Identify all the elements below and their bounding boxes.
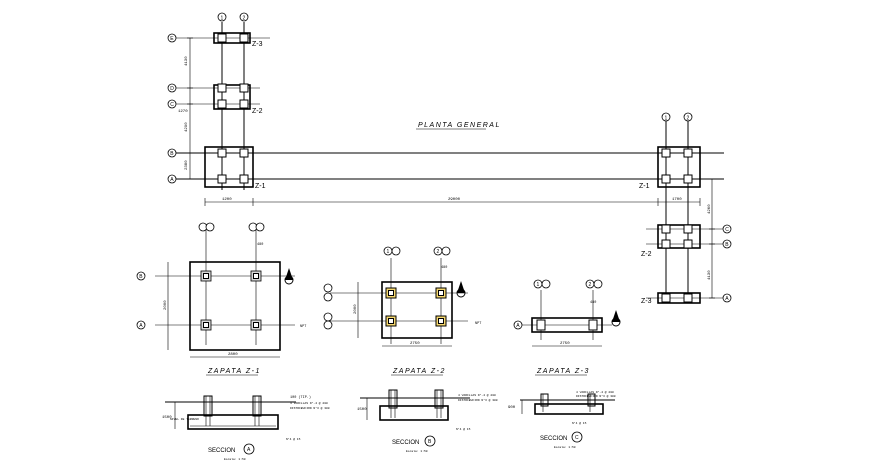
label-z3-left: Z-3 <box>252 41 263 48</box>
svg-text:2380: 2380 <box>185 160 189 170</box>
footing-z1-right <box>657 146 701 188</box>
detail-z2: 1 2 2750 2000 480 NPT ZAPATA Z-2 <box>323 246 481 376</box>
detail-z1-title: ZAPATA Z-1 <box>207 368 261 375</box>
label-z1-right: Z-1 <box>639 183 650 190</box>
svg-text:1500: 1500 <box>357 408 367 412</box>
svg-text:DISTRIBUCION N°3 @ 300: DISTRIBUCION N°3 @ 300 <box>290 406 330 410</box>
plan-dim-right: 4260 4130 <box>708 179 715 299</box>
svg-text:DISTRIBUCION N°3 @ 300: DISTRIBUCION N°3 @ 300 <box>458 398 498 402</box>
svg-text:D: D <box>170 86 174 92</box>
svg-text:C: C <box>170 102 174 108</box>
svg-text:C: C <box>575 435 579 441</box>
section-a: 1500 100 (TIP.) 4 VARILLAS N°-4 @ 200 DI… <box>162 395 330 461</box>
svg-text:480: 480 <box>590 301 596 305</box>
svg-text:NIVEL DE TERRENO: NIVEL DE TERRENO <box>170 418 199 421</box>
svg-text:4130: 4130 <box>185 56 189 66</box>
svg-text:A: A <box>139 323 143 329</box>
svg-text:2: 2 <box>243 16 246 22</box>
detail-z2-title: ZAPATA Z-2 <box>392 368 446 375</box>
detail-z3-title: ZAPATA Z-3 <box>536 368 590 375</box>
footing-z3-right <box>657 292 701 304</box>
section-b-label: SECCION <box>392 440 419 446</box>
label-z3-right: Z-3 <box>641 298 652 305</box>
svg-text:A: A <box>516 323 520 329</box>
svg-text:1: 1 <box>537 282 540 288</box>
svg-text:1: 1 <box>221 16 224 22</box>
svg-text:2: 2 <box>437 249 440 255</box>
svg-text:Escala: 1:50: Escala: 1:50 <box>406 449 428 453</box>
svg-text:NPT: NPT <box>475 322 481 326</box>
svg-text:900: 900 <box>508 406 516 410</box>
svg-text:4 VARILLAS N°-4 @ 200: 4 VARILLAS N°-4 @ 200 <box>576 390 614 394</box>
svg-text:Escala: 1:50: Escala: 1:50 <box>554 445 576 449</box>
svg-text:29000: 29000 <box>448 198 461 202</box>
plan-dim-bottom: 1200 29000 1700 <box>204 198 701 206</box>
svg-text:A: A <box>247 447 251 453</box>
svg-text:N°4 @ 15: N°4 @ 15 <box>456 427 471 431</box>
svg-text:NPT: NPT <box>300 325 306 329</box>
svg-text:B: B <box>725 242 729 248</box>
svg-text:N°4 @ 15: N°4 @ 15 <box>286 437 301 441</box>
svg-text:1: 1 <box>387 249 390 255</box>
axis-bubbles-top: 1 2 1 2 <box>217 12 693 122</box>
svg-text:1270: 1270 <box>178 110 188 114</box>
svg-text:2: 2 <box>687 116 690 122</box>
axis-bubbles-left: E D C B A <box>167 33 177 184</box>
section-c: 900 4 VARILLAS N°-4 @ 200 DISTRIBUCION N… <box>508 390 616 449</box>
label-z2-right: Z-2 <box>641 251 652 258</box>
plan-dim-left: 4130 1270 4290 2380 <box>178 37 193 180</box>
svg-text:A: A <box>170 177 174 183</box>
footing-z2-right <box>657 224 701 249</box>
plan-title: PLANTA GENERAL <box>418 122 501 129</box>
svg-text:4 VARILLAS N°-4 @ 200: 4 VARILLAS N°-4 @ 200 <box>458 393 496 397</box>
svg-text:4130: 4130 <box>708 270 712 280</box>
svg-text:DISTRIBUCION N°3 @ 300: DISTRIBUCION N°3 @ 300 <box>576 394 616 398</box>
svg-text:4260: 4260 <box>708 204 712 214</box>
svg-text:B: B <box>139 274 143 280</box>
svg-text:4 VARILLAS N°-4 @ 200: 4 VARILLAS N°-4 @ 200 <box>290 401 328 405</box>
svg-text:2800: 2800 <box>228 353 238 357</box>
svg-text:2750: 2750 <box>560 342 570 346</box>
svg-text:2750: 2750 <box>410 342 420 346</box>
svg-text:C: C <box>725 227 729 233</box>
svg-text:2000: 2000 <box>164 300 168 310</box>
svg-text:B: B <box>170 151 174 157</box>
detail-z3: 1 2 A 2750 480 ZAPATA Z-3 <box>513 279 621 376</box>
section-c-label: SECCION <box>540 436 567 442</box>
svg-text:Escala: 1:50: Escala: 1:50 <box>224 457 246 461</box>
svg-text:480: 480 <box>257 243 263 247</box>
svg-text:A: A <box>725 296 729 302</box>
svg-text:2000: 2000 <box>354 304 358 314</box>
svg-text:B: B <box>428 439 432 445</box>
svg-text:100 (TIP.): 100 (TIP.) <box>290 395 311 400</box>
plan-columns <box>217 33 693 303</box>
detail-z1: B A 2800 2000 480 NPT ZAPATA Z-1 <box>136 222 306 376</box>
label-z1-left: Z-1 <box>255 183 266 190</box>
svg-text:480: 480 <box>441 266 447 270</box>
section-a-label: SECCION <box>208 448 235 454</box>
axis-bubbles-right: C B A <box>722 224 732 303</box>
svg-text:N°4 @ 15: N°4 @ 15 <box>572 421 587 425</box>
svg-text:1200: 1200 <box>222 198 232 202</box>
svg-text:1: 1 <box>665 116 668 122</box>
svg-text:1500: 1500 <box>162 416 172 420</box>
svg-text:4290: 4290 <box>185 122 189 132</box>
footing-z2-top <box>213 84 251 110</box>
svg-text:1700: 1700 <box>672 198 682 202</box>
footing-z1-left <box>204 146 254 188</box>
svg-text:2: 2 <box>589 282 592 288</box>
section-b: 1500 4 VARILLAS N°-4 @ 200 DISTRIBUCION … <box>357 389 498 453</box>
label-z2-left: Z-2 <box>252 108 263 115</box>
general-plan: PLANTA GENERAL <box>167 12 732 305</box>
svg-text:E: E <box>170 36 174 42</box>
footing-z3-top <box>213 32 251 44</box>
